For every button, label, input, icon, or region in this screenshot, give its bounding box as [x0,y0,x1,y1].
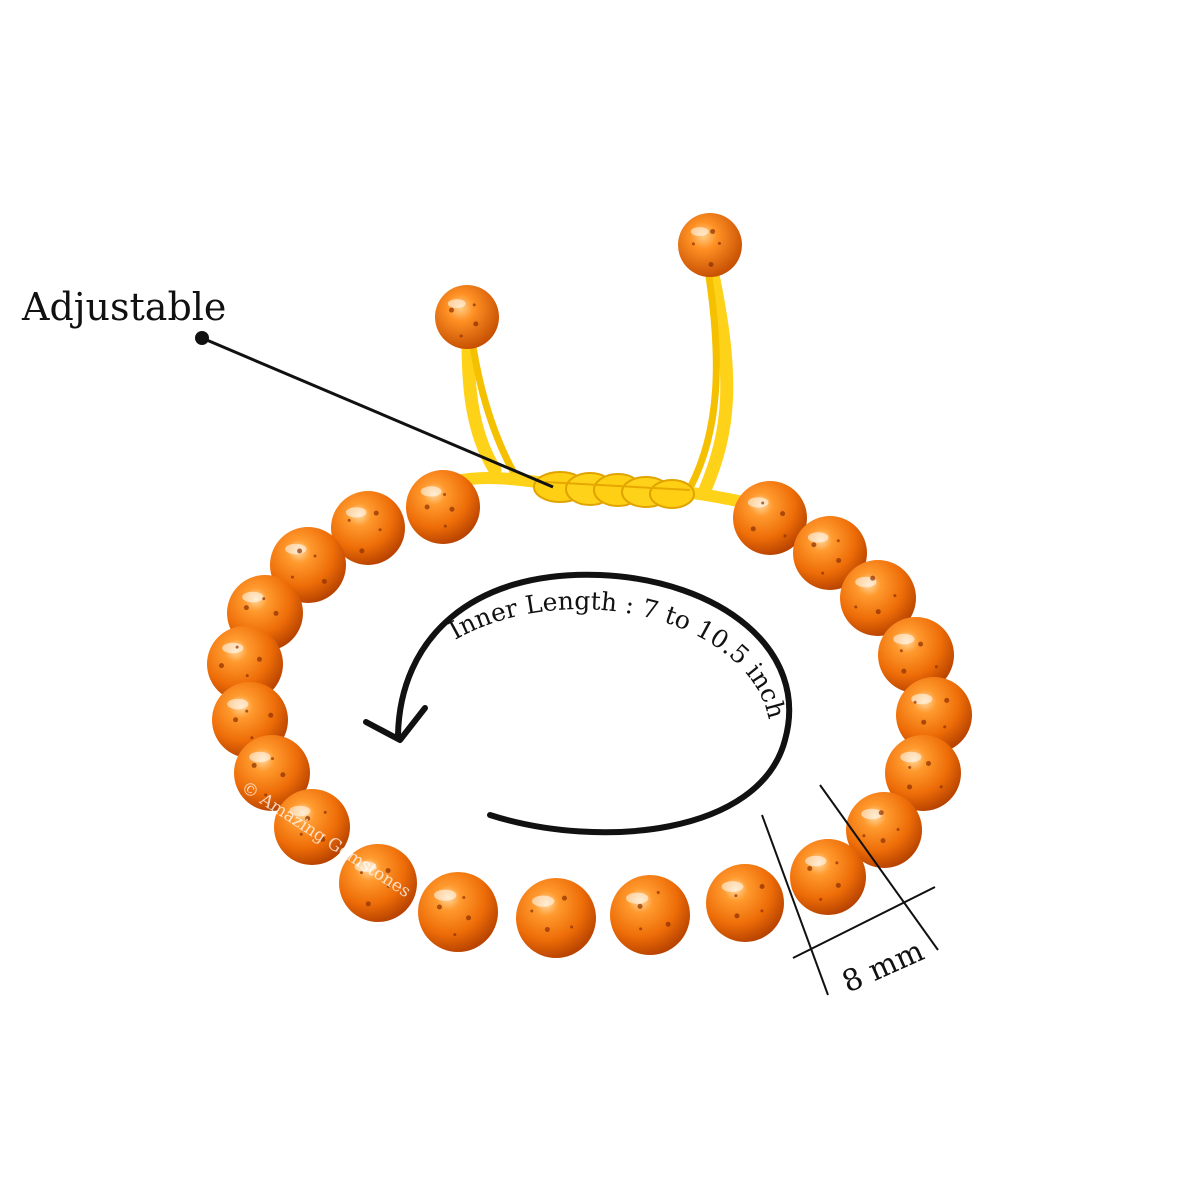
amber-bead [896,677,972,753]
sliding-knot [533,471,695,509]
amber-bead [840,560,916,636]
amber-bead [790,839,866,915]
adjustable-callout: Adjustable [21,285,554,489]
inner-length-label: Inner Length : 7 to 10.5 inch [444,586,791,721]
bead-size-label: 8 mm [837,934,929,1001]
amber-bead [678,213,742,277]
amber-bead [516,878,596,958]
adjustable-label: Adjustable [21,285,226,329]
amber-bead [878,617,954,693]
bracelet-beads [207,470,972,958]
amber-bead [733,481,807,555]
amber-bead [331,491,405,565]
amber-bead [234,735,310,811]
amber-bead [274,789,350,865]
amber-bead [435,285,499,349]
amber-bead [885,735,961,811]
curved-arrow-icon: Inner Length : 7 to 10.5 inch [363,571,793,836]
amber-bead [418,872,498,952]
amber-bead [610,875,690,955]
leader-dot [195,331,209,345]
amber-bead [207,626,283,702]
amber-bead [339,844,417,922]
amber-bead [706,864,784,942]
cord-end-beads [435,213,742,349]
amber-bead [406,470,480,544]
amber-bead [793,516,867,590]
